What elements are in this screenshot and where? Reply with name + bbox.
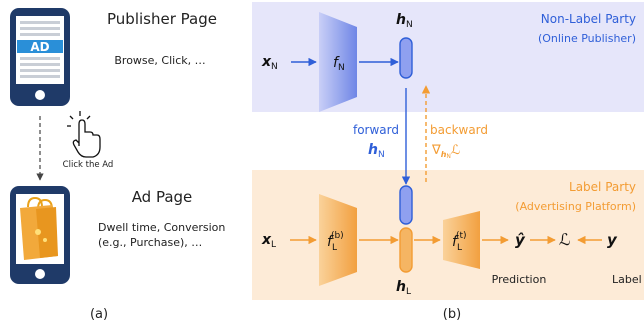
non-label-party-name: Non-Label Party (541, 12, 636, 26)
ad-metrics-line-1: Dwell time, Conversion (98, 221, 225, 234)
prediction-y-hat: ŷ (515, 231, 526, 249)
bottom-model-f-lb-label: fL(b) (327, 231, 344, 253)
ad-metrics-line-2: (e.g., Purchase), … (98, 236, 202, 249)
loss-symbol: ℒ (559, 230, 571, 249)
encoder-f-n-label: fN (333, 55, 345, 73)
ad-page-title: Ad Page (132, 188, 193, 206)
prediction-text: Prediction (492, 273, 547, 286)
embedding-h-l-label: hL (396, 279, 411, 297)
embedding-h-n-label: hN (396, 12, 413, 30)
encoder-f-n-block (319, 12, 357, 112)
click-hand-icon (67, 111, 101, 158)
panel-b-caption: (b) (443, 307, 461, 322)
non-label-party-role: (Online Publisher) (538, 32, 636, 45)
click-ad-caption: Click the Ad (63, 160, 114, 170)
panel-a-caption: (a) (90, 307, 108, 322)
panel-b: Non-Label Party (Online Publisher) Label… (252, 2, 644, 322)
bottom-model-f-lb-block (319, 194, 357, 286)
backward-label: backward (430, 123, 488, 137)
shopping-bag-icon (20, 196, 58, 260)
forward-h-n-label: hN (368, 142, 385, 160)
ad-badge: AD (30, 40, 49, 54)
publisher-page-title: Publisher Page (107, 10, 217, 28)
forward-label: forward (353, 123, 399, 137)
input-x-l: xL (261, 232, 276, 250)
embedding-h-l-vector (399, 227, 413, 273)
top-model-f-lt-label: fL(t) (452, 231, 467, 253)
label-y: y (607, 231, 618, 249)
input-x-n: xN (261, 54, 278, 72)
ad-banner: AD (17, 40, 63, 54)
label-party-role: (Advertising Platform) (515, 200, 636, 213)
non-label-party-band (252, 2, 644, 112)
label-text: Label (612, 273, 642, 286)
panel-a: AD Publisher Page Browse, Click, … Click… (10, 8, 225, 322)
received-h-n-vector (399, 185, 413, 225)
publisher-actions-text: Browse, Click, … (114, 54, 205, 67)
publisher-phone-icon (10, 8, 70, 106)
embedding-h-n-vector (399, 37, 413, 79)
backward-gradient-label: ∇hNℒ (431, 143, 460, 160)
top-model-f-lt-block (443, 211, 480, 269)
label-party-name: Label Party (569, 180, 636, 194)
